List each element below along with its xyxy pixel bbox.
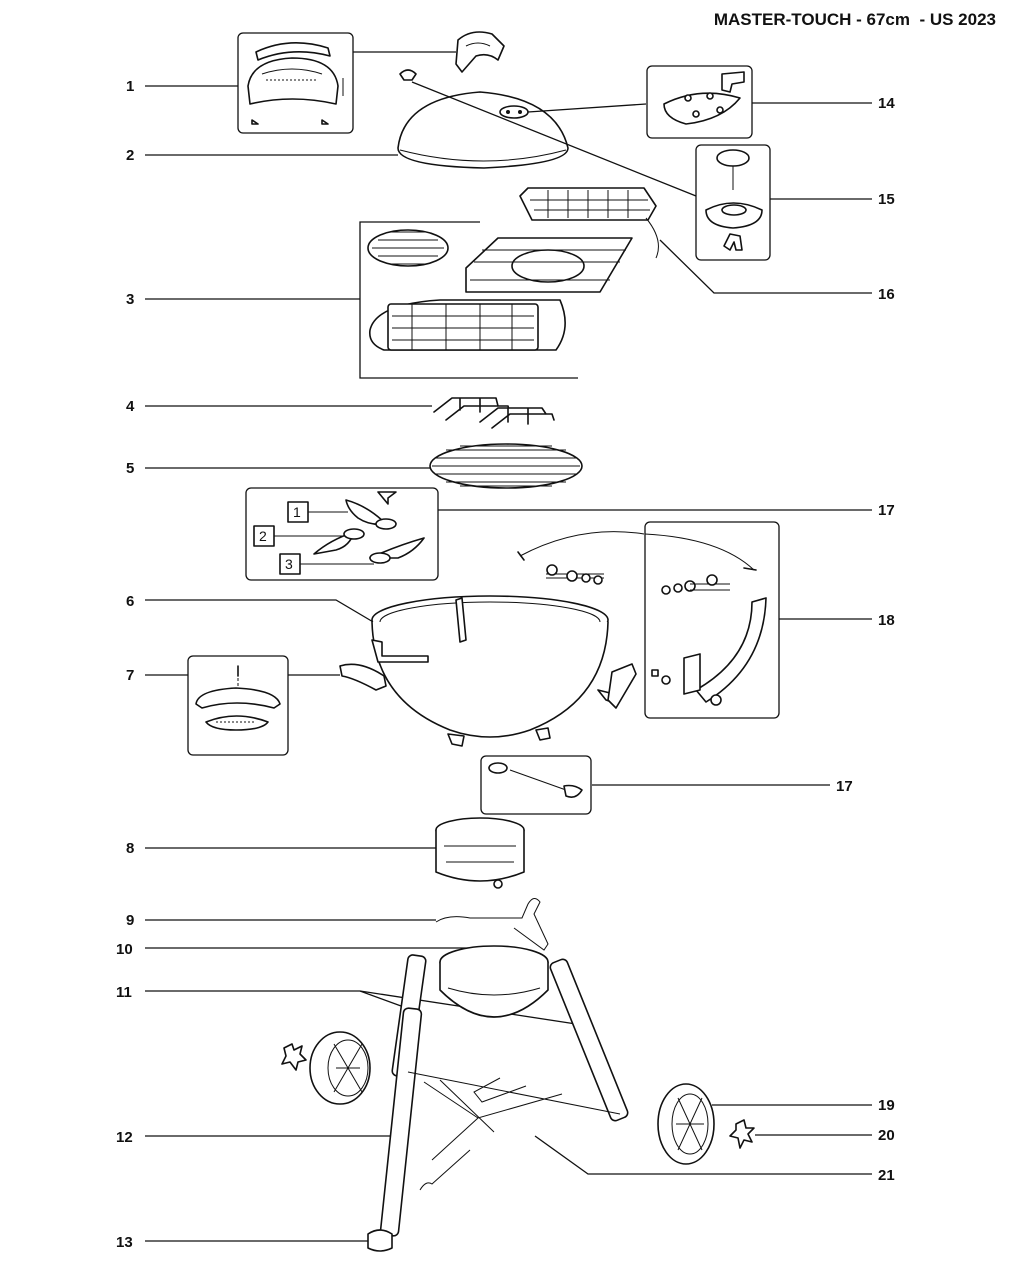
legs [379,954,629,1237]
callout-3: 3 [126,291,360,308]
callout-16: 16 [659,239,895,303]
svg-text:16: 16 [878,286,895,303]
callout-15: 15 [770,191,895,208]
callout-20: 20 [755,1127,895,1144]
callout-13: 13 [116,1234,368,1251]
svg-text:19: 19 [878,1097,895,1114]
svg-text:10: 10 [116,941,133,958]
svg-text:9: 9 [126,912,134,929]
callout-17-bottom: 17 [592,778,853,795]
callout-1: 1 [126,78,238,95]
callout-4: 4 [126,398,432,415]
svg-text:3: 3 [285,556,293,572]
ash-catcher [439,945,549,1018]
svg-text:15: 15 [878,191,895,208]
wheel-left [281,1031,371,1105]
svg-text:5: 5 [126,460,134,477]
svg-text:21: 21 [878,1167,895,1184]
callout-12: 12 [116,1129,392,1146]
svg-text:2: 2 [259,528,267,544]
callout-14: 14 [752,95,895,112]
svg-text:2: 2 [126,147,134,164]
lid [397,69,697,197]
callout-18: 18 [779,612,895,629]
svg-text:17: 17 [836,778,853,795]
charcoal-grate [429,443,583,489]
wheel-right [657,1083,755,1165]
callout-7: 7 [126,667,188,684]
inset-hinge-kit [517,521,780,719]
inset-cleaning-lever [480,755,592,815]
callout-10: 10 [116,941,470,958]
callout-5: 5 [126,460,432,477]
bowl [371,595,637,747]
svg-text:3: 3 [126,291,134,308]
svg-text:20: 20 [878,1127,895,1144]
wire-bracket [435,898,549,951]
svg-text:12: 12 [116,1129,133,1146]
svg-text:1: 1 [126,78,134,95]
svg-text:8: 8 [126,840,134,857]
inset-lid-handle [237,31,505,134]
callout-6: 6 [126,593,381,627]
svg-text:11: 11 [116,984,132,1001]
svg-text:14: 14 [878,95,895,112]
callout-9: 9 [126,912,436,929]
svg-text:6: 6 [126,593,134,610]
callout-2: 2 [126,147,398,164]
svg-text:1: 1 [293,504,301,520]
base-frame [407,1071,621,1191]
svg-text:18: 18 [878,612,895,629]
svg-text:7: 7 [126,667,134,684]
page-title: MASTER-TOUCH - 67cm - US 2023 [713,10,996,29]
callout-8: 8 [126,840,438,857]
ash-ring [435,817,525,889]
svg-text:4: 4 [126,398,135,415]
inset-lid-damper [646,65,753,139]
callout-19: 19 [712,1097,895,1114]
inset-cleaning-system: 1 2 3 [245,487,439,581]
callout-17-top: 17 [438,502,895,519]
inset-thermometer [695,144,771,261]
svg-text:13: 13 [116,1234,133,1251]
inset-side-handle [187,655,387,756]
charcoal-rails [433,397,555,429]
callout-21: 21 [534,1135,895,1184]
inset-cooking-grates [359,221,633,379]
warming-rack [519,187,659,259]
foot-cap [367,1229,393,1252]
svg-text:17: 17 [878,502,895,519]
